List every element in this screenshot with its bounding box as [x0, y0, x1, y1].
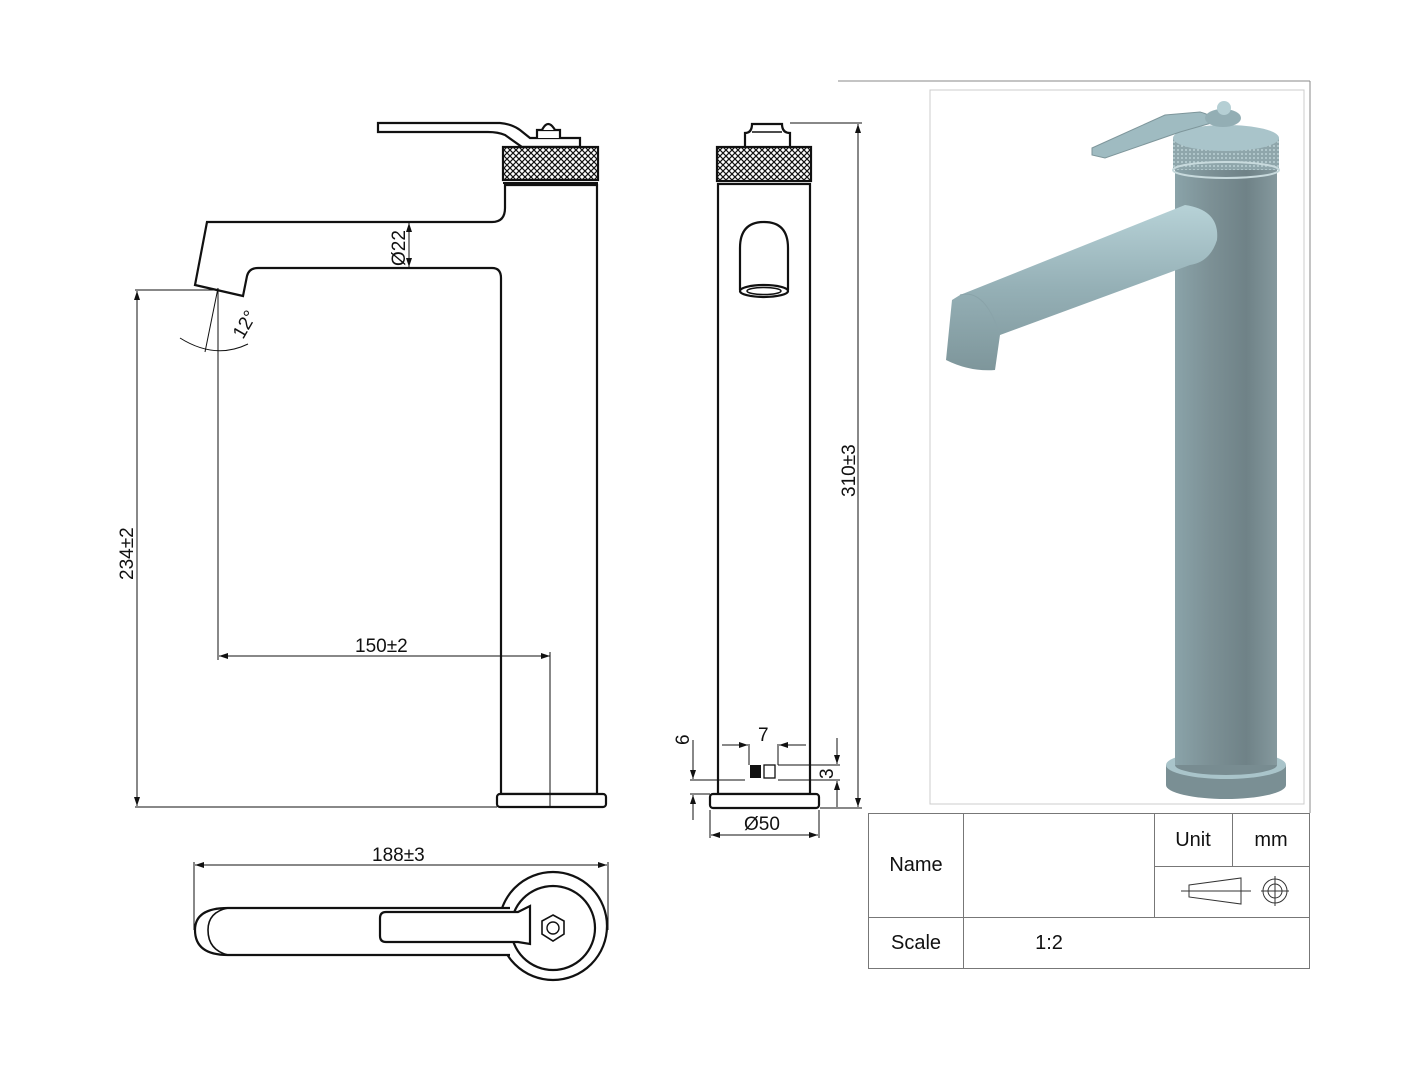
side-view [193, 121, 608, 809]
faucet-base [495, 792, 608, 809]
scale-value: 1:2 [1035, 931, 1063, 954]
front-view [708, 122, 821, 810]
faucet-body [193, 183, 599, 796]
first-angle-projection-icon [1181, 876, 1289, 906]
dim-outlet-height: 234±2 [117, 527, 138, 580]
dim-reach: 150±2 [355, 636, 408, 657]
render-frame [838, 80, 1311, 813]
unit-label: Unit [1175, 828, 1211, 851]
dim-slot-height: 3 [817, 768, 838, 779]
dim-overall-length: 188±3 [372, 845, 425, 866]
dim-base-thickness: 6 [673, 734, 694, 745]
knurled-ring [501, 145, 600, 182]
name-value [964, 814, 1154, 917]
spout-opening [738, 220, 790, 290]
isometric-render [946, 101, 1286, 799]
name-label: Name [889, 854, 943, 876]
top-view [193, 870, 609, 982]
dim-spout-angle: 12° [229, 307, 262, 342]
knurled-ring-front [715, 145, 813, 183]
dim-spout-diameter: Ø22 [389, 230, 410, 266]
dim-base-diameter: Ø50 [744, 814, 780, 835]
dim-slot-width: 7 [758, 725, 769, 746]
side-view-dimensions [134, 223, 551, 808]
projection-symbol [1155, 867, 1309, 917]
front-view-dimensions [690, 122, 862, 838]
title-block: Name Unit mm Scale 1:2 [868, 813, 1310, 969]
scale-label: Scale [890, 931, 942, 954]
top-view-dimensions [193, 862, 609, 930]
unit-value: mm [1254, 828, 1288, 851]
lever-top [378, 904, 532, 946]
dim-overall-height: 310±3 [839, 444, 860, 497]
faucet-base-front [708, 792, 821, 810]
